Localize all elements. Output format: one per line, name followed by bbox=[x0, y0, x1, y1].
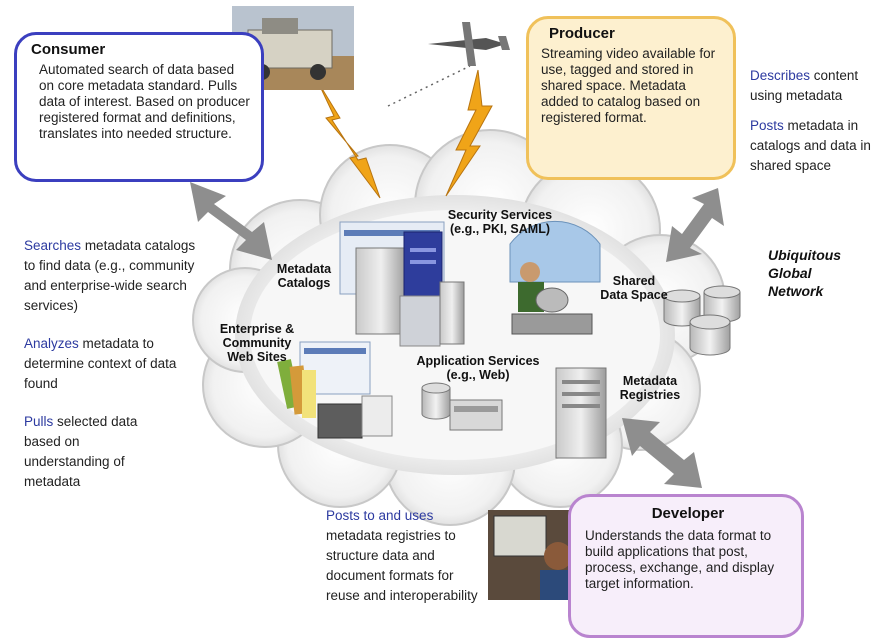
posts-uses-keyword: Posts to and uses bbox=[326, 508, 434, 523]
consumer-side-notes: Searches metadata catalogs to find data … bbox=[24, 236, 200, 492]
shared-data-space-databases bbox=[663, 285, 741, 356]
producer-side-notes: Describes content using metadata Posts m… bbox=[750, 66, 886, 176]
metadata-registries-label: Metadata Registries bbox=[619, 374, 681, 402]
producer-double-arrow bbox=[666, 188, 724, 262]
searches-keyword: Searches bbox=[24, 238, 82, 253]
consumer-box: Consumer Automated search of data based … bbox=[14, 32, 264, 182]
describes-text: content using metadata bbox=[750, 68, 859, 103]
producer-title: Producer bbox=[549, 25, 615, 42]
describes-note: Describes content using metadata bbox=[750, 66, 886, 106]
network-label: Ubiquitous Global Network bbox=[768, 247, 842, 299]
shared-data-space-label: Shared Data Space bbox=[600, 274, 668, 302]
enterprise-web-sites-illustration bbox=[277, 341, 393, 439]
producer-body: Streaming video available for use, tagge… bbox=[541, 46, 716, 125]
security-services-illustration bbox=[509, 220, 601, 335]
developer-side-notes: Posts to and uses metadata registries to… bbox=[326, 506, 486, 606]
producer-box: Producer Streaming video available for u… bbox=[526, 16, 736, 180]
pulls-text: selected data based on understanding of … bbox=[24, 414, 138, 489]
producer-lightning-icon bbox=[445, 69, 493, 197]
posts-note: Posts metadata in catalogs and data in s… bbox=[750, 116, 886, 176]
pulls-keyword: Pulls bbox=[24, 414, 54, 429]
posts-keyword: Posts bbox=[750, 118, 784, 133]
consumer-body: Automated search of data based on core m… bbox=[39, 62, 250, 141]
metadata-registries-server bbox=[555, 367, 607, 459]
consumer-title: Consumer bbox=[31, 41, 106, 58]
developer-body: Understands the data format to build app… bbox=[585, 528, 775, 591]
describes-keyword: Describes bbox=[750, 68, 811, 83]
pulls-note: Pulls selected data based on understandi… bbox=[24, 412, 152, 492]
application-services-label: Application Services (e.g., Web) bbox=[416, 354, 540, 382]
metadata-catalogs-label: Metadata Catalogs bbox=[276, 262, 332, 290]
posts-uses-text: metadata registries to structure data an… bbox=[326, 528, 478, 603]
security-services-label: Security Services (e.g., PKI, SAML) bbox=[447, 208, 553, 236]
analyzes-keyword: Analyzes bbox=[24, 336, 79, 351]
analyzes-text: metadata to determine context of data fo… bbox=[24, 336, 177, 391]
metadata-catalog-server bbox=[339, 221, 465, 347]
developer-title: Developer bbox=[651, 505, 725, 522]
searches-text: metadata catalogs to find data (e.g., co… bbox=[24, 238, 196, 313]
analyzes-note: Analyzes metadata to determine context o… bbox=[24, 334, 200, 394]
consumer-double-arrow bbox=[190, 182, 272, 260]
posts-text: metadata in catalogs and data in shared … bbox=[750, 118, 871, 173]
searches-note: Searches metadata catalogs to find data … bbox=[24, 236, 200, 316]
consumer-lightning-icon bbox=[317, 81, 381, 199]
enterprise-sites-label: Enterprise & Community Web Sites bbox=[219, 322, 295, 364]
developer-double-arrow bbox=[622, 418, 702, 488]
application-services-illustration bbox=[421, 382, 503, 431]
developer-box: Developer Understands the data format to… bbox=[568, 494, 804, 638]
uav-drone-icon bbox=[387, 22, 510, 107]
